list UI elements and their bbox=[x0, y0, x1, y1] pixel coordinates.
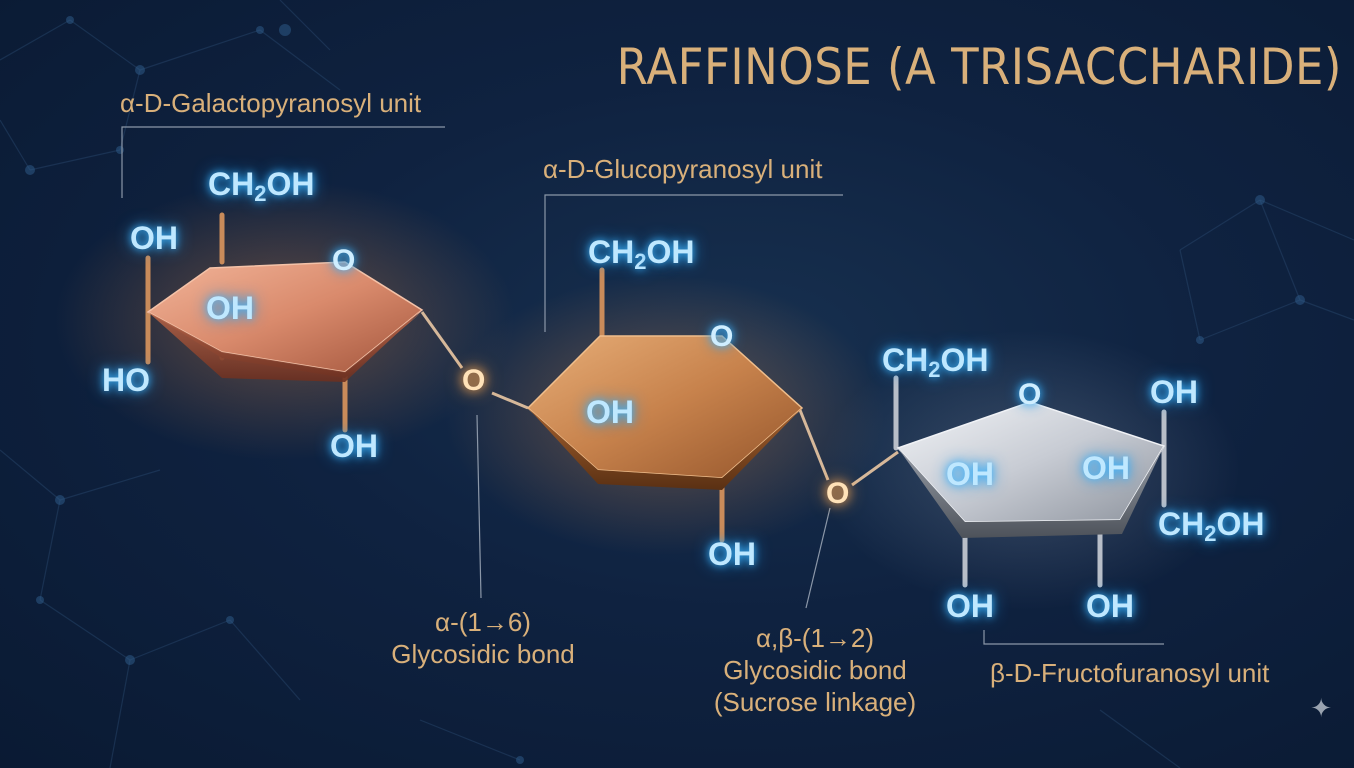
diagram-title: RAFFINOSE (A TRISACCHARIDE) bbox=[616, 38, 1342, 96]
glucose-ring-oxygen: O bbox=[710, 320, 734, 353]
fructose-oh-lower-left: OH bbox=[946, 588, 994, 624]
bond1-name: Glycosidic bond bbox=[391, 639, 575, 669]
glucose-oh-c2: OH bbox=[708, 536, 756, 572]
fructose-ring-oxygen: O bbox=[1018, 378, 1042, 411]
bond2-name: Glycosidic bond bbox=[723, 655, 907, 685]
fructose-unit-label: β-D-Fructofuranosyl unit bbox=[990, 658, 1270, 688]
sparkle-icon: ✦ bbox=[1310, 693, 1332, 723]
glucose-unit-label: α-D-Glucopyranosyl unit bbox=[543, 154, 823, 184]
bond2-type: α,β-(1→2) bbox=[755, 623, 875, 653]
fructose-oh-c3: OH bbox=[946, 456, 994, 492]
bond2-label: α,β-(1→2) Glycosidic bond (Sucrose linka… bbox=[700, 622, 930, 718]
glycosidic-links bbox=[420, 311, 899, 487]
galactose-ho: HO bbox=[102, 362, 150, 398]
bond1-label: α-(1→6) Glycosidic bond bbox=[388, 606, 578, 670]
bond2-oxygen: O bbox=[826, 477, 850, 510]
galactose-ch2oh: CH2OH bbox=[208, 166, 315, 206]
bond2-note: (Sucrose linkage) bbox=[713, 687, 917, 717]
fructose-ch2oh-c1: CH2OH bbox=[882, 342, 989, 382]
galactose-oh-c4: OH bbox=[130, 220, 178, 256]
fructose-oh-c5: OH bbox=[1150, 374, 1198, 410]
galactose-unit-label: α-D-Galactopyranosyl unit bbox=[120, 88, 422, 118]
galactose-ring bbox=[146, 261, 424, 382]
fructose-ch2oh-c6: CH2OH bbox=[1158, 506, 1265, 546]
galactose-oh-c3: OH bbox=[206, 290, 254, 326]
galactose-oh-c2: OH bbox=[330, 428, 378, 464]
fructose-oh-c4: OH bbox=[1082, 450, 1130, 486]
galactose-ring-oxygen: O bbox=[332, 244, 356, 277]
fructose-ring bbox=[896, 401, 1166, 538]
fructose-oh-lower-right: OH bbox=[1086, 588, 1134, 624]
glucose-ch2: CH2OH bbox=[588, 234, 695, 274]
glucose-ring bbox=[526, 335, 804, 490]
glucose-oh-c3: OH bbox=[586, 394, 634, 430]
bond1-oxygen: O bbox=[462, 364, 486, 397]
bond1-type: α-(1→6) bbox=[435, 607, 531, 637]
label-leaders bbox=[121, 126, 1164, 645]
